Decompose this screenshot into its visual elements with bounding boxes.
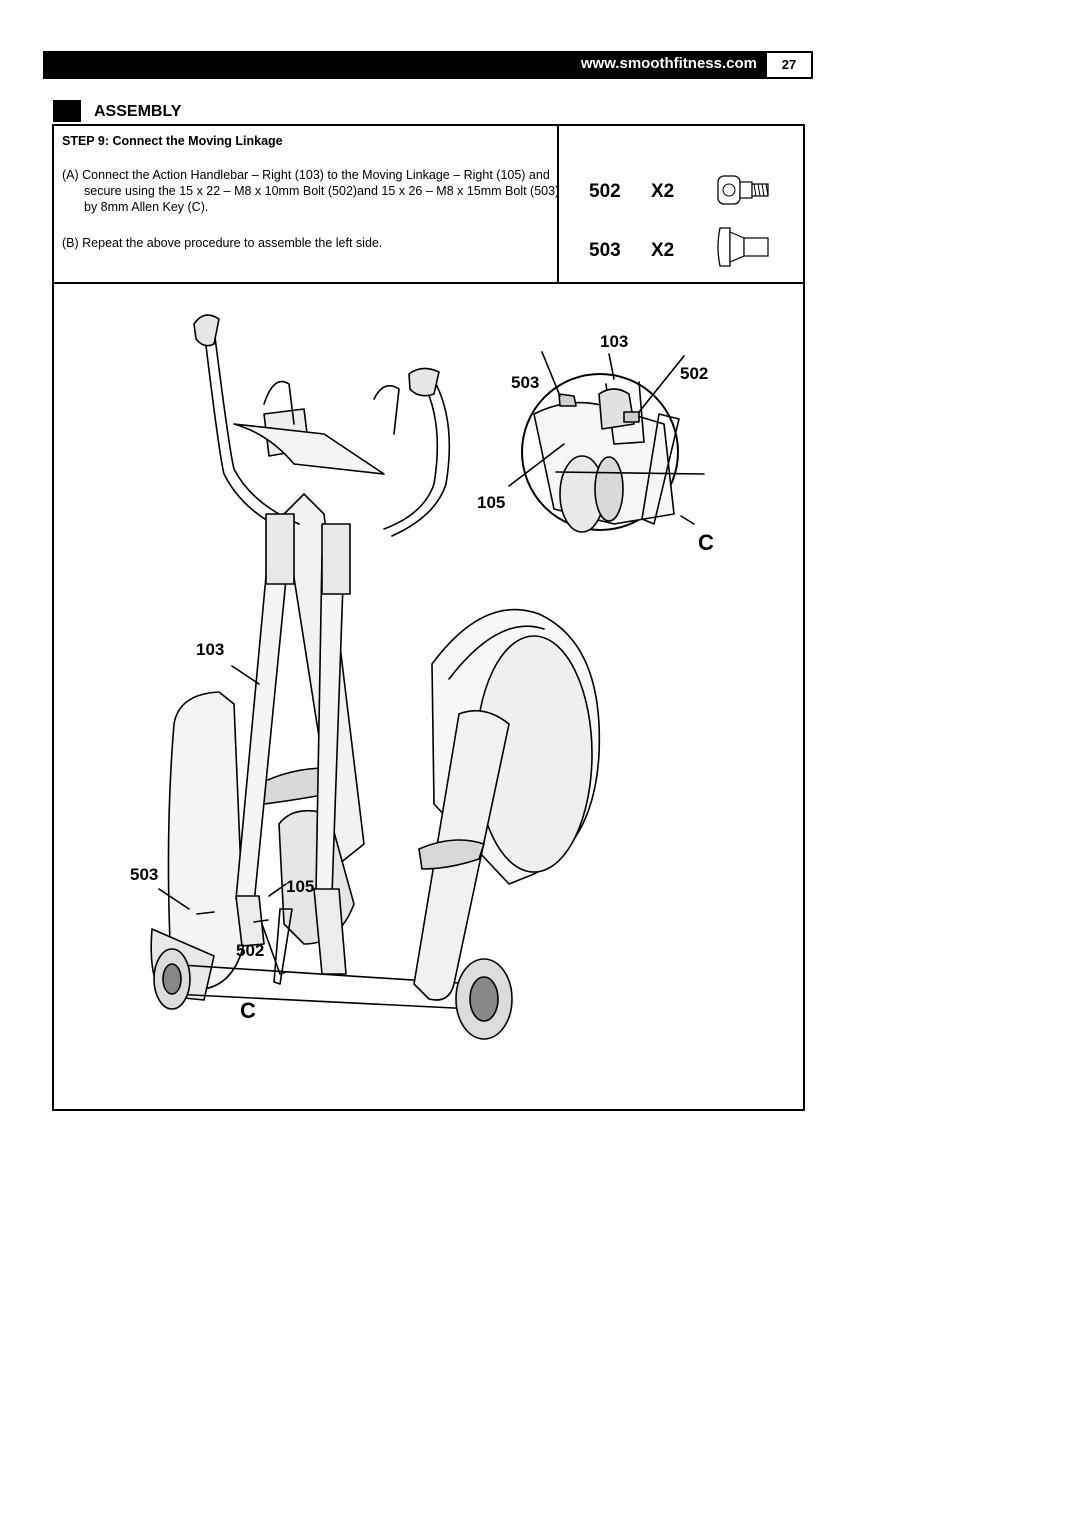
bolt-503-icon bbox=[717, 227, 769, 267]
callout-main-503: 503 bbox=[130, 865, 159, 884]
hardware-part-503: 503 bbox=[589, 240, 621, 261]
callout-detail-503: 503 bbox=[511, 373, 540, 392]
hardware-part-502: 502 bbox=[589, 181, 621, 202]
bolt-502-icon bbox=[717, 175, 769, 205]
site-url: www.smoothfitness.com bbox=[580, 55, 757, 72]
hardware-qty-503: X2 bbox=[651, 240, 675, 261]
callout-main-103: 103 bbox=[196, 640, 225, 659]
section-marker bbox=[53, 100, 81, 122]
instruction-b: (B) Repeat the above procedure to assemb… bbox=[62, 236, 383, 250]
callout-detail-103: 103 bbox=[600, 332, 629, 351]
callout-detail-502: 502 bbox=[680, 364, 709, 383]
callout-main-502: 502 bbox=[236, 941, 265, 960]
section-title: ASSEMBLY bbox=[94, 103, 182, 120]
panel-divider-vertical bbox=[557, 126, 559, 282]
callout-detail-105: 105 bbox=[477, 493, 506, 512]
callout-main-105: 105 bbox=[286, 877, 315, 896]
instruction-a: (A) Connect the Action Handlebar – Right… bbox=[62, 168, 560, 214]
callout-detail-allen-key: C bbox=[698, 530, 714, 555]
hardware-qty-502: X2 bbox=[651, 181, 675, 202]
step-title: STEP 9: Connect the Moving Linkage bbox=[62, 134, 283, 148]
callout-main-allen-key: C bbox=[240, 998, 256, 1023]
header-bar: www.smoothfitness.com 27 bbox=[43, 51, 813, 79]
page-number: 27 bbox=[767, 53, 811, 77]
assembly-diagram bbox=[150, 314, 705, 1040]
step-panel: STEP 9: Connect the Moving Linkage (A) C… bbox=[52, 124, 805, 1111]
panel-divider-horizontal bbox=[54, 282, 803, 284]
